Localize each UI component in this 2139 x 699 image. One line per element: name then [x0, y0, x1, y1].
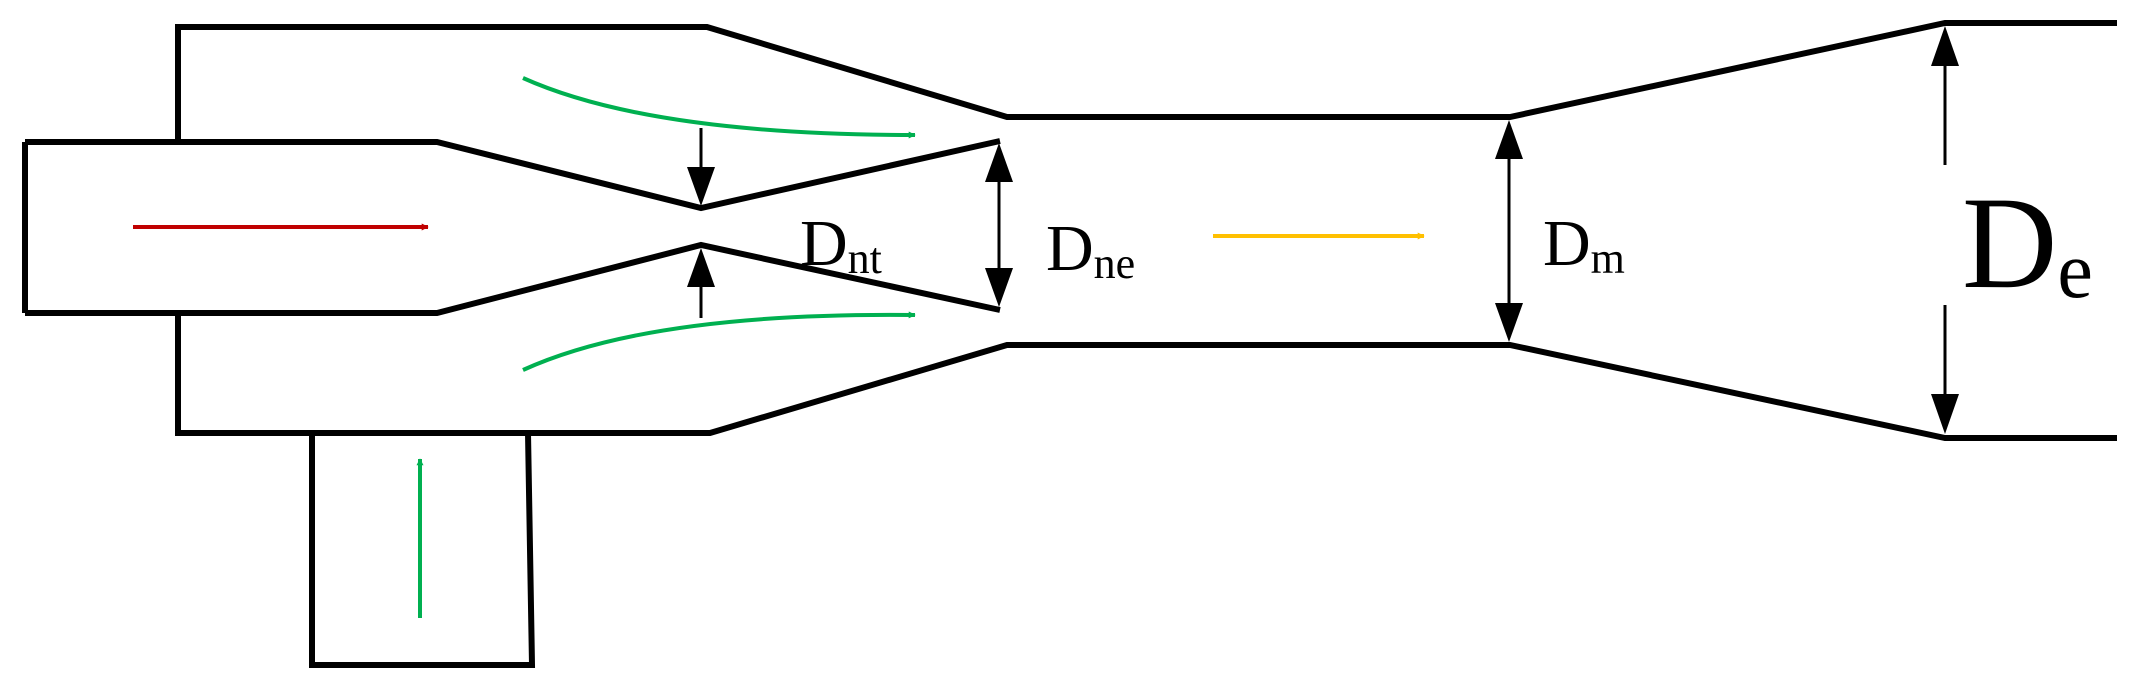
label-subscript: ne — [1094, 239, 1136, 288]
dim-arrowhead — [1495, 120, 1523, 159]
secondary-inlet-duct — [309, 432, 536, 668]
primary-nozzle-lower-wall — [25, 241, 1001, 316]
dim-arrowhead — [1931, 26, 1959, 66]
dimension-diffuser-exit — [1931, 26, 1959, 434]
dimension-lines — [687, 26, 1959, 434]
label-subscript: e — [2057, 227, 2093, 315]
label-base: D — [1962, 169, 2057, 316]
primary-nozzle-upper-wall — [25, 138, 1001, 212]
label-nozzle-throat: Dnt — [800, 207, 882, 283]
secondary-flow-arrow-upper — [522, 76, 916, 139]
label-mixing-chamber: Dm — [1543, 207, 1625, 283]
dim-arrowhead — [1931, 394, 1959, 434]
secondary-flow-arrow-lower — [522, 311, 916, 372]
label-nozzle-exit: Dne — [1046, 212, 1135, 288]
dim-arrowhead — [1495, 303, 1523, 342]
label-subscript: m — [1591, 234, 1625, 283]
label-subscript: nt — [848, 234, 882, 283]
dim-arrowhead — [687, 167, 715, 206]
dimension-nozzle-throat — [687, 128, 715, 318]
label-base: D — [1543, 207, 1591, 280]
dimension-labels: Dnt Dne Dm De — [800, 169, 2093, 316]
label-base: D — [800, 207, 848, 280]
dimension-nozzle-exit — [985, 143, 1013, 307]
dim-arrowhead — [985, 143, 1013, 182]
flow-arrows — [133, 76, 1425, 618]
label-diffuser-exit: De — [1962, 169, 2093, 316]
dimension-mixing-chamber — [1495, 120, 1523, 342]
label-base: D — [1046, 212, 1094, 285]
suction-chamber-lower-wall — [175, 313, 2117, 441]
suction-chamber-upper-wall — [175, 20, 2117, 142]
ejector-outline — [22, 20, 2117, 668]
dim-arrowhead — [687, 248, 715, 287]
dim-arrowhead — [985, 268, 1013, 307]
